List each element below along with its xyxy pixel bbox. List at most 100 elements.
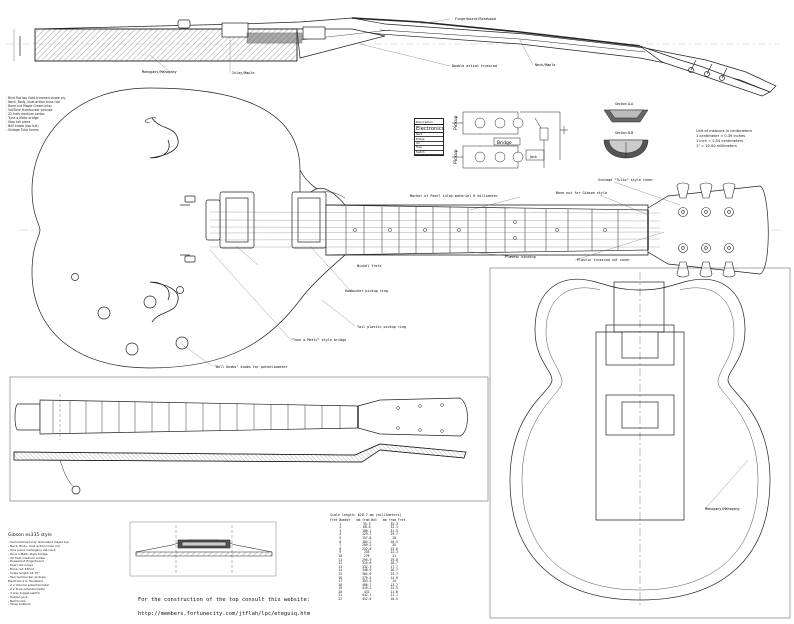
table-cell: 100.1 bbox=[362, 528, 372, 533]
table-cell: 348.9 bbox=[362, 568, 372, 573]
label-tulip-tuners: Vintage "Tulip" style tuner bbox=[598, 178, 653, 182]
electronics-legend-row: Bridge bbox=[415, 137, 443, 142]
front-strings bbox=[209, 211, 661, 248]
table-cell: 35.3 bbox=[390, 521, 398, 526]
bom-item: - One piece mahogany set neck bbox=[8, 547, 56, 552]
table-cell: 406.7 bbox=[362, 582, 372, 587]
table-cell: 11.1 bbox=[390, 593, 398, 598]
units-line: 1 centimeter = 0.39 inches bbox=[696, 134, 746, 138]
label-body-mahogany: Mahogany/Mahogany bbox=[705, 507, 740, 511]
bom-item: Electronics & Hardware bbox=[8, 578, 44, 583]
label-trussrod: Double action trussrod bbox=[452, 64, 497, 68]
table-cell: 28 bbox=[392, 535, 397, 540]
units-line: 1" = 10.00 millimeters bbox=[696, 144, 737, 148]
label-pickup-neck: Pickup bbox=[453, 115, 459, 130]
table-cell: 393.5 bbox=[362, 579, 372, 584]
label-section-b: Section B-B bbox=[615, 131, 633, 135]
table-cell: 17 bbox=[338, 579, 343, 584]
label-section-a: Section A-A bbox=[615, 102, 634, 106]
footer-url[interactable]: http://members.fortunecity.com/jtflah/lp… bbox=[138, 611, 311, 617]
electronics-legend-row: Switch bbox=[415, 151, 443, 155]
table-cell: 452.6 bbox=[362, 597, 372, 602]
fret-table-caption: Scale length: 628.7 mm (millimeters) bbox=[330, 513, 402, 517]
neck-cross-section bbox=[129, 521, 277, 577]
neck-top-tuner-holes bbox=[396, 403, 444, 433]
label-neck-maple: Neck/Maple bbox=[535, 63, 555, 67]
bom-item: - Scale length 24.75" bbox=[8, 571, 40, 576]
section-views bbox=[603, 109, 649, 159]
bom-item: - 2 x Volume potentiometer bbox=[8, 582, 50, 587]
label-pickup-bridge: Pickup bbox=[453, 149, 459, 164]
bom-item: - Strap buttons bbox=[8, 602, 31, 607]
neck-top-frets bbox=[52, 401, 341, 433]
front-fret-lines bbox=[345, 206, 619, 254]
table-row: 14 348.9 16.7 bbox=[330, 569, 411, 573]
bom-item: - Tune o Matic style bridge bbox=[8, 551, 48, 556]
body-back-view bbox=[489, 267, 791, 619]
table-row: 1 35.3 35.3 bbox=[330, 521, 411, 527]
label-mahogany-top: Mahogany/Mahogany bbox=[142, 70, 177, 74]
label-humbucker-ring: Humbucker pickup ring bbox=[345, 289, 388, 293]
front-inlay-dots bbox=[353, 220, 607, 240]
label-fingerboard: Fingerboard/Rosewood bbox=[455, 17, 496, 21]
label-trussrod-cover: Plastic trussrod nut cover bbox=[577, 258, 630, 262]
table-cell: 29.7 bbox=[390, 532, 398, 537]
table-cell: 26.5 bbox=[390, 539, 398, 544]
table-cell: 3 bbox=[339, 528, 342, 533]
note-line: - Stop tail piece bbox=[6, 120, 31, 124]
table-cell: 14 bbox=[338, 568, 343, 573]
table-cell: 16.7 bbox=[390, 568, 398, 573]
bom-item: - Bell knobs bbox=[8, 598, 26, 603]
table-cell: 314.6 bbox=[362, 561, 372, 566]
electronics-legend-header: Description bbox=[415, 119, 443, 125]
construction-notes: - Bind flat top Gold-trimmed single ply … bbox=[6, 96, 86, 132]
note-line: - Neck, Body, dual-action truss rod bbox=[6, 100, 60, 104]
table-cell: 33.3 bbox=[390, 525, 398, 530]
table-cell: 25 bbox=[392, 543, 397, 548]
table-cell: 19.8 bbox=[390, 557, 398, 562]
label-plastic-binding: Plastic binding bbox=[505, 255, 536, 259]
front-tuners bbox=[676, 182, 736, 278]
fret-table: Scale length: 628.7 mm (millimeters) Fre… bbox=[330, 513, 411, 602]
wiring-diagram bbox=[452, 111, 568, 169]
table-cell: 13 bbox=[338, 564, 343, 569]
table-cell: 35.3 bbox=[363, 521, 371, 526]
table-cell: 18.7 bbox=[390, 561, 398, 566]
bom-item: - Pearl dot inlays bbox=[8, 563, 34, 568]
table-cell: 16 bbox=[338, 575, 343, 580]
table-cell: 419.2 bbox=[362, 586, 372, 591]
label-bell-knobs: "Bell Knobs" knobs for potentiometer bbox=[214, 365, 288, 369]
table-cell: 19 bbox=[338, 586, 343, 591]
fret-table-header: mm from Fret bbox=[383, 518, 406, 522]
table-cell: 23.6 bbox=[390, 546, 398, 551]
table-cell: 295.9 bbox=[362, 557, 372, 562]
table-cell: 431 bbox=[363, 589, 370, 594]
electronics-legend-row: Vol bbox=[415, 142, 443, 147]
fret-table-header: mm from Nut bbox=[356, 518, 378, 522]
table-cell: 20 bbox=[338, 589, 343, 594]
table-cell: 15 bbox=[338, 571, 343, 576]
table-cell: 1 bbox=[339, 521, 342, 526]
bom-item: - 3 way toggle switch bbox=[8, 590, 40, 595]
table-cell: 364.6 bbox=[362, 571, 372, 576]
note-line: - 22 frets medium jumbo bbox=[6, 112, 45, 116]
bom-title: Gibson es335 style bbox=[8, 533, 52, 538]
note-line: - Vol/Tone Humbucker pickups bbox=[6, 108, 53, 112]
table-cell: 379.5 bbox=[362, 575, 372, 580]
table-cell: 4 bbox=[339, 532, 342, 537]
